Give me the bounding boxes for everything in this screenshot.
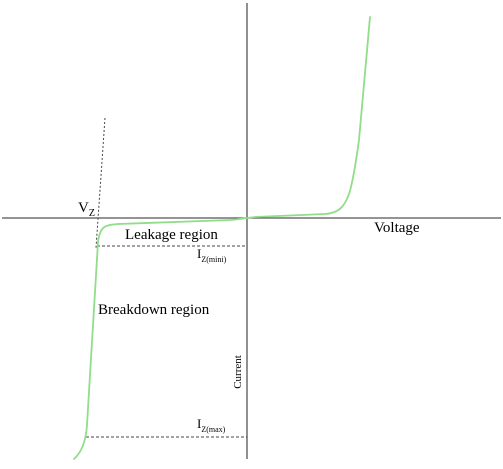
iz-max-label: IZ(max): [197, 416, 226, 434]
iz-min-label: IZ(mini): [197, 246, 227, 264]
characteristic-curve: [73, 16, 371, 460]
iz-min-label-sub: Z(mini): [201, 255, 226, 264]
leakage-region-label: Leakage region: [125, 227, 218, 243]
iz-min-label-main: I: [197, 246, 201, 261]
vz-label-sub: Z: [89, 208, 95, 219]
voltage-axis-label: Voltage: [374, 220, 420, 236]
vz-guide-line: [95, 117, 106, 249]
iz-max-label-sub: Z(max): [201, 425, 225, 434]
iz-max-label-main: I: [197, 416, 201, 431]
current-axis-label: Current: [232, 355, 244, 389]
breakdown-region-label: Breakdown region: [98, 302, 210, 318]
vz-label-main: V: [78, 200, 89, 216]
vz-label: VZ: [78, 200, 95, 219]
